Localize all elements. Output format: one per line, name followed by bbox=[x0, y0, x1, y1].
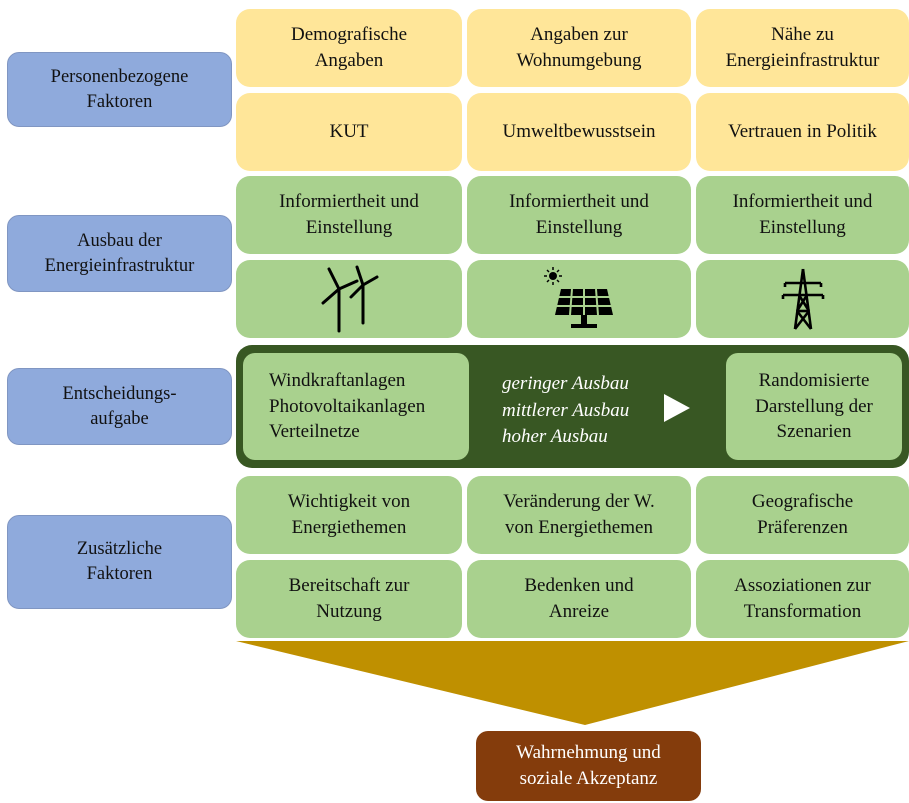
cell-importance-energy: Wichtigkeit von Energiethemen bbox=[236, 476, 462, 554]
cell-trust-politics: Vertrauen in Politik bbox=[696, 93, 909, 171]
decision-types: Windkraftanlagen Photovoltaikanlagen Ver… bbox=[243, 353, 469, 460]
wind-turbine-icon bbox=[321, 265, 379, 333]
funnel-triangle bbox=[236, 641, 909, 725]
cell-willingness-use: Bereitschaft zur Nutzung bbox=[236, 560, 462, 638]
row-label-infrastructure: Ausbau der Energieinfrastruktur bbox=[7, 215, 232, 292]
play-arrow-icon bbox=[664, 394, 690, 422]
cell-environmental-awareness: Umweltbewusstsein bbox=[467, 93, 691, 171]
cell-change-importance: Veränderung der W. von Energiethemen bbox=[467, 476, 691, 554]
cell-concerns-incentives: Bedenken und Anreize bbox=[467, 560, 691, 638]
cell-kut: KUT bbox=[236, 93, 462, 171]
solar-panel-icon bbox=[544, 267, 613, 328]
row-label-decision: Entscheidungs- aufgabe bbox=[7, 368, 232, 445]
row-label-personal: Personenbezogene Faktoren bbox=[7, 52, 232, 127]
row-label-additional: Zusätzliche Faktoren bbox=[7, 515, 232, 609]
cell-info-wind: Informiertheit und Einstellung bbox=[236, 176, 462, 254]
cell-grid-icon bbox=[696, 260, 909, 338]
cell-associations-transformation: Assoziationen zur Transformation bbox=[696, 560, 909, 638]
result-box: Wahrnehmung und soziale Akzeptanz bbox=[476, 731, 701, 801]
cell-residential-environment: Angaben zur Wohnumgebung bbox=[467, 9, 691, 87]
cell-solar-icon bbox=[467, 260, 691, 338]
cell-info-grid: Informiertheit und Einstellung bbox=[696, 176, 909, 254]
decision-randomized: Randomisierte Darstellung der Szenarien bbox=[726, 353, 902, 460]
cell-proximity-infrastructure: Nähe zu Energieinfrastruktur bbox=[696, 9, 909, 87]
cell-geographic-preferences: Geografische Präferenzen bbox=[696, 476, 909, 554]
decision-levels: geringer Ausbau mittlerer Ausbau hoher A… bbox=[502, 373, 630, 448]
cell-wind-icon bbox=[236, 260, 462, 338]
cell-demographics: Demografische Angaben bbox=[236, 9, 462, 87]
cell-info-solar: Informiertheit und Einstellung bbox=[467, 176, 691, 254]
power-pylon-icon bbox=[781, 268, 824, 330]
